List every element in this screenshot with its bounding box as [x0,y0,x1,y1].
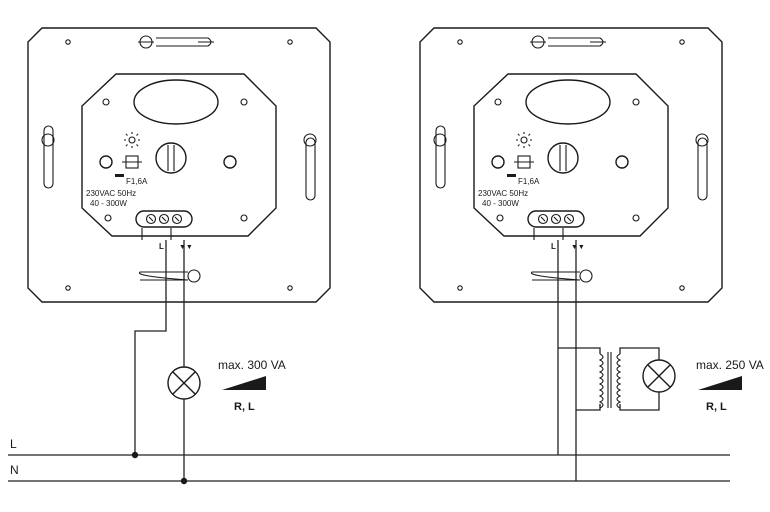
dimming-ramp-icon [222,376,266,390]
load-type-left: R, L [234,401,255,413]
max-load-right: max. 250 VA [696,358,764,372]
neutral-rail-label: N [10,463,19,477]
junction-dot [180,477,188,485]
rating-voltage-left: 230VAC 50Hz [86,189,136,198]
dimmer-right: F1,6A 230VAC 50Hz 40 - 300W L ▼▼ [419,27,723,303]
rating-voltage-right: 230VAC 50Hz [478,189,528,198]
dimming-ramp-icon [698,376,742,390]
rating-power-left: 40 - 300W [90,199,127,208]
max-load-left: max. 300 VA [218,358,286,372]
terminal-label-right: L [551,242,556,251]
lamp-icon [642,359,676,393]
rating-power-right: 40 - 300W [482,199,519,208]
terminal-label-left: L [159,242,164,251]
line-rail-label: L [10,437,17,451]
dimmer-left: F1,6A 230VAC 50Hz 40 - 300W L ▼▼ [27,27,331,303]
fuse-label-left: F1,6A [126,177,148,186]
terminal-arrows-left: ▼▼ [179,244,193,251]
mains-rails: L N [8,437,730,482]
wiring-right: max. 250 VA R, L [557,240,764,481]
wiring-left: max. 300 VA R, L [131,240,286,485]
terminal-arrows-right: ▼▼ [571,244,585,251]
lamp-icon [167,366,201,400]
junction-dot [131,451,139,459]
load-type-right: R, L [706,401,727,413]
fuse-label-right: F1,6A [518,177,540,186]
transformer-icon [598,352,622,409]
